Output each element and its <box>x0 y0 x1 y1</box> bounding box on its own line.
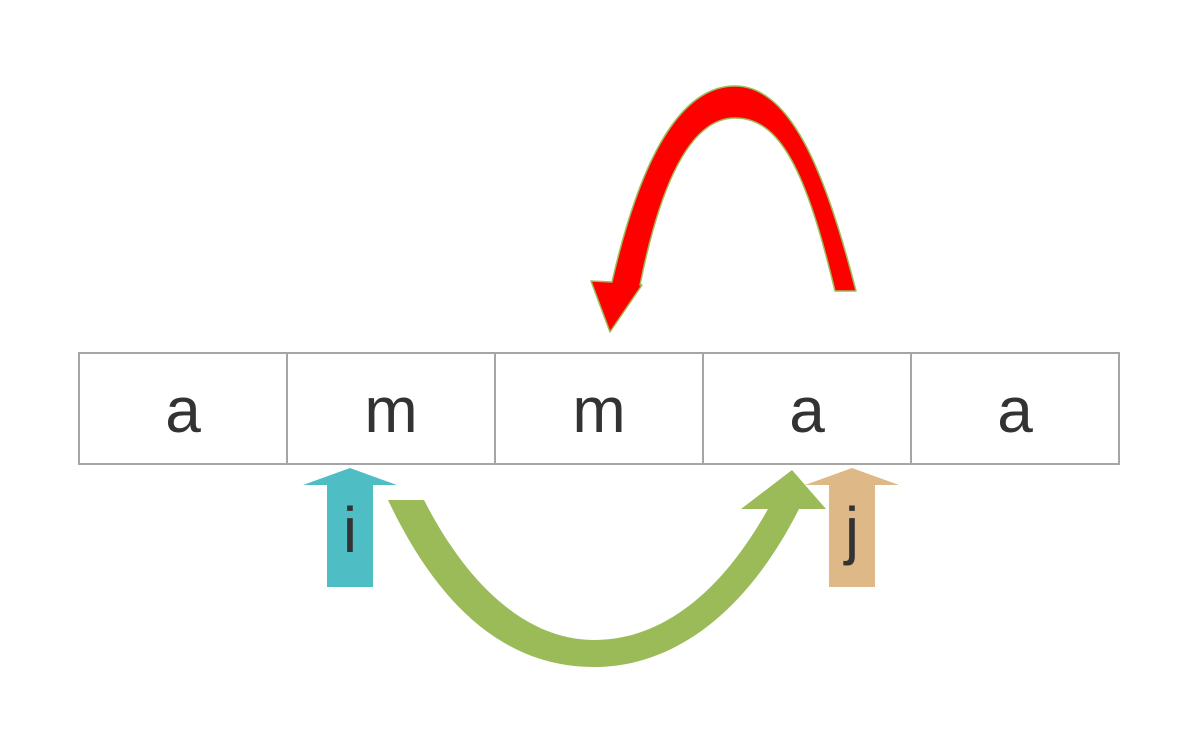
array-cell-label-1: m <box>364 374 417 446</box>
pointer-j-arrow-shape <box>805 468 899 587</box>
bottom-arc-arrow-shape <box>388 470 826 667</box>
array-cell-0 <box>78 352 288 465</box>
array-cell-4 <box>910 352 1120 465</box>
pointer-j-arrow: j <box>805 468 899 587</box>
array-cell-label-0: a <box>165 374 201 446</box>
array-cell-2 <box>494 352 704 465</box>
array-cell-label-2: m <box>572 374 625 446</box>
pointer-j-label: j <box>843 494 859 566</box>
top-arc-arrow-shape <box>590 85 857 333</box>
array-cell-1 <box>286 352 496 465</box>
pointer-i-label: i <box>343 494 357 566</box>
array-cell-label-4: a <box>997 374 1033 446</box>
top-arc-arrow <box>590 85 857 333</box>
bottom-arc-arrow <box>388 470 826 667</box>
pointer-i-arrow-shape <box>303 468 397 587</box>
array-cell-3 <box>702 352 912 465</box>
array-row: a m m a a <box>78 352 1120 465</box>
pointer-i-arrow: i <box>303 468 397 587</box>
array-cell-label-3: a <box>789 374 825 446</box>
